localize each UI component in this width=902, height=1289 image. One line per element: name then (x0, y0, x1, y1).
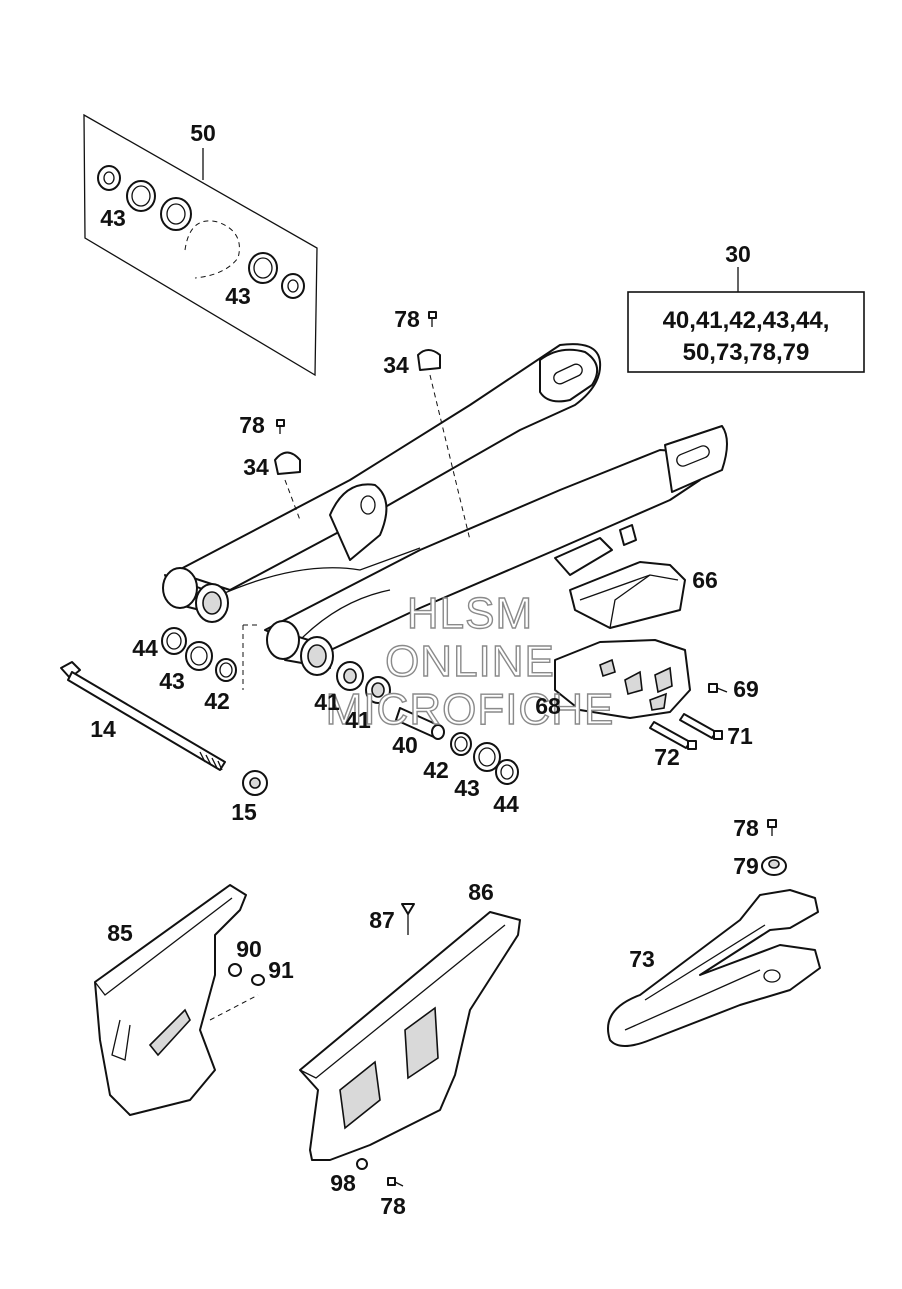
label-86: 86 (468, 879, 494, 905)
label-34: 34 (383, 352, 409, 378)
kit-30-contents-line-1: 40,41,42,43,44, (663, 307, 830, 334)
swingarm (162, 343, 728, 676)
bearing-kit-inset (83, 113, 318, 377)
swingarm-pivot-outline (184, 220, 240, 279)
sleeve-40 (395, 707, 445, 740)
callout-labels: 50 43 43 30 40,41,42,43,44, 50,73,78,79 … (90, 120, 829, 1219)
label-43: 43 (225, 283, 251, 309)
kit-30-box (627, 267, 865, 373)
bolt-71 (679, 713, 723, 740)
label-78: 78 (394, 306, 420, 332)
label-kit-30: 30 (725, 241, 751, 267)
label-87: 87 (369, 907, 395, 933)
seal-44-right (495, 759, 519, 785)
label-78: 78 (733, 815, 759, 841)
bolt-72 (649, 721, 697, 750)
label-44: 44 (132, 635, 158, 661)
bearing-ring (97, 165, 121, 191)
chain-slider-73 (607, 889, 821, 1047)
bearing-43-left (185, 641, 213, 671)
kit-50-frame (83, 113, 318, 377)
washer-79 (761, 856, 787, 876)
seal-ring (126, 180, 156, 212)
washer-42-right (450, 732, 472, 756)
bracket-86 (299, 911, 521, 1161)
label-78: 78 (380, 1193, 406, 1219)
bolt-78-upper (428, 311, 437, 327)
label-98: 98 (330, 1170, 356, 1196)
washer-91 (251, 974, 265, 986)
pivot-tube-right (266, 620, 334, 676)
bolt-78-bracket (387, 1177, 404, 1187)
label-41: 41 (314, 689, 340, 715)
label-71: 71 (727, 723, 753, 749)
label-43: 43 (454, 775, 480, 801)
chain-guide-plate-68 (554, 639, 691, 719)
label-78: 78 (239, 412, 265, 438)
chain-guard-85 (94, 884, 247, 1116)
chain-guide-66 (569, 561, 686, 629)
bolt-69 (708, 683, 728, 693)
washer-42-left (215, 658, 237, 682)
screw-87 (401, 903, 415, 935)
label-40: 40 (392, 732, 418, 758)
bushing-41-a (336, 661, 364, 691)
label-68: 68 (535, 693, 561, 719)
nut-98 (356, 1158, 368, 1170)
label-90: 90 (236, 936, 262, 962)
watermark-line-3: MICROFICHE (326, 685, 615, 734)
label-91: 91 (268, 957, 294, 983)
bearing-ring (281, 273, 305, 299)
label-73: 73 (629, 946, 655, 972)
bolt-78-lower (276, 419, 285, 434)
label-66: 66 (692, 567, 718, 593)
label-14: 14 (90, 716, 116, 742)
axle-nut-15 (242, 770, 268, 796)
watermark-line-1: HLSM (407, 589, 533, 638)
label-42: 42 (204, 688, 230, 714)
clip-34-lower (274, 451, 301, 475)
label-85: 85 (107, 920, 133, 946)
seal-ring (248, 252, 278, 284)
pivot-tube-left (162, 567, 229, 623)
watermark: HLSM ONLINE MICROFICHE (325, 588, 615, 734)
bearing-43-right (473, 742, 501, 772)
label-79: 79 (733, 853, 759, 879)
label-44: 44 (493, 791, 519, 817)
bolt-78-slider (767, 819, 777, 836)
label-43: 43 (159, 668, 185, 694)
label-43: 43 (100, 205, 126, 231)
label-34: 34 (243, 454, 269, 480)
label-kit-50: 50 (190, 120, 216, 146)
bushing-41-b (365, 676, 391, 704)
seal-44-left (161, 627, 187, 655)
clip-34-upper (417, 349, 441, 371)
label-72: 72 (654, 744, 680, 770)
kit-30-contents-line-2: 50,73,78,79 (683, 339, 810, 366)
nut-90 (228, 963, 242, 977)
pivot-axle-14 (60, 661, 226, 771)
label-69: 69 (733, 676, 759, 702)
label-15: 15 (231, 799, 257, 825)
label-42: 42 (423, 757, 449, 783)
needle-bearing (160, 197, 192, 231)
watermark-line-2: ONLINE (385, 637, 555, 686)
label-41: 41 (345, 707, 371, 733)
